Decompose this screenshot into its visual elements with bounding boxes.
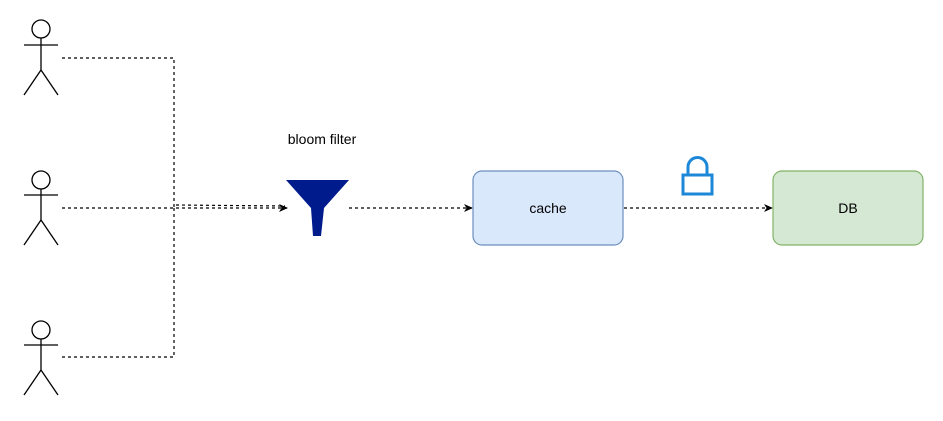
actor-left-leg xyxy=(23,69,42,96)
db-label: DB xyxy=(838,200,857,216)
lock-shackle xyxy=(686,156,709,175)
cache-box xyxy=(472,170,624,246)
actor-left-leg xyxy=(23,219,42,246)
actor-head xyxy=(31,19,51,39)
actor-right-leg xyxy=(40,219,59,246)
funnel-icon xyxy=(286,180,349,236)
cache-label: cache xyxy=(529,200,567,216)
connector-actor-top xyxy=(62,57,175,207)
actor-top xyxy=(23,19,59,96)
connector-actor-bottom xyxy=(62,207,175,358)
actor-head xyxy=(31,320,51,340)
db-node: DB xyxy=(772,170,924,246)
actor-bottom xyxy=(23,320,59,396)
actor-head xyxy=(31,170,51,190)
connector-merge-line xyxy=(175,204,286,207)
lock-icon xyxy=(681,156,714,196)
cache-node: cache xyxy=(472,170,624,246)
db-box xyxy=(772,170,924,246)
actor-middle xyxy=(23,170,59,246)
lock-body xyxy=(681,173,714,196)
actor-right-leg xyxy=(40,69,59,96)
actor-right-leg xyxy=(40,369,59,396)
actor-left-leg xyxy=(23,369,42,396)
bloom-filter-label: bloom filter xyxy=(288,131,357,147)
